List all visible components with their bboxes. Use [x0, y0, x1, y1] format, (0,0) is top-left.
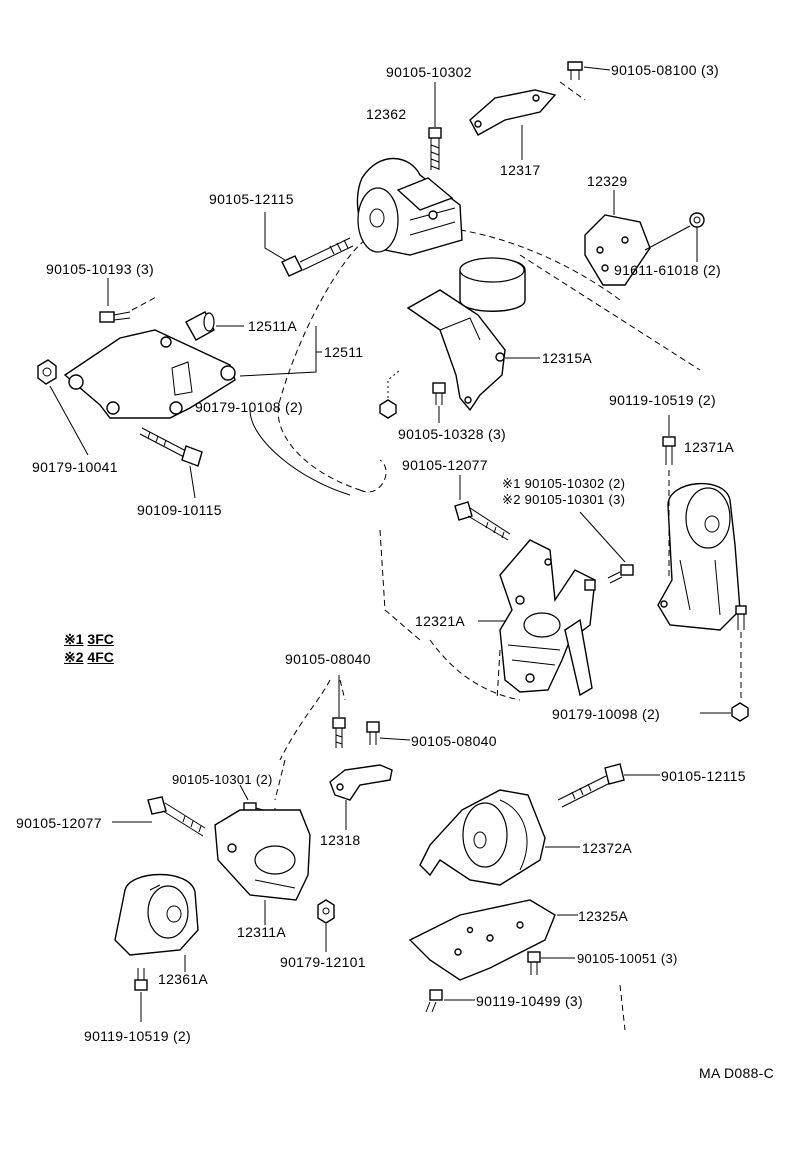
part-label-12361A: 12361A	[158, 971, 209, 987]
note-1-mark: ※1	[64, 631, 84, 647]
part-label-90105-10193: 90105-10193 (3)	[46, 261, 155, 277]
bolt-90105-12077-middle	[454, 501, 511, 541]
part-label-note1-90105-10302: ※1 90105-10302 (2)	[502, 476, 626, 491]
bracket-12511	[63, 329, 236, 419]
part-label-90105-12115-lower: 90105-12115	[661, 768, 746, 784]
note-legend: ※1 3FC ※2 4FC	[64, 630, 114, 666]
part-label-12317: 12317	[500, 162, 541, 178]
part-label-90105-08040-right: 90105-08040	[411, 733, 497, 749]
nut-90179-10098	[731, 702, 749, 722]
engine-mount-12361A	[114, 873, 199, 956]
nut-90179-10108	[379, 399, 397, 419]
bolt-90119-10499	[425, 989, 443, 1013]
bolt-mount-right-lower	[735, 605, 747, 630]
bolt-90105-10193	[99, 311, 131, 323]
bracket-12317	[469, 89, 557, 136]
part-label-90109-10115: 90109-10115	[137, 502, 222, 518]
mount-bracket-12315A	[406, 257, 526, 412]
bolt-90105-10302-10301	[607, 564, 634, 584]
engine-mount-12372A	[419, 789, 546, 886]
part-label-12329: 12329	[587, 173, 628, 189]
part-label-90179-10108: 90179-10108 (2)	[195, 399, 304, 415]
bushing-12511A	[185, 311, 215, 341]
bolt-90105-08100	[567, 61, 583, 80]
part-label-90105-12115-upper: 90105-12115	[209, 191, 294, 207]
part-label-90105-10328: 90105-10328 (3)	[398, 426, 507, 442]
note-2: ※2 4FC	[64, 648, 114, 666]
nut-90179-12101	[317, 899, 335, 924]
part-label-90105-08100: 90105-08100 (3)	[611, 62, 720, 78]
part-label-90105-12077-left: 90105-12077	[16, 815, 102, 831]
part-label-12511A: 12511A	[248, 318, 298, 334]
part-label-12325A: 12325A	[578, 908, 629, 924]
bolt-90105-10328	[432, 382, 446, 405]
bolt-90109-10115	[139, 427, 203, 467]
part-label-12372A: 12372A	[582, 840, 633, 856]
nut-90179-10041	[37, 359, 57, 385]
part-label-90119-10519-bottom: 90119-10519 (2)	[84, 1028, 191, 1044]
part-label-90179-10041: 90179-10041	[32, 459, 118, 475]
bolt-90105-12115-lower	[557, 763, 625, 808]
part-label-90105-10302: 90105-10302	[386, 64, 472, 80]
bracket-12318	[329, 764, 393, 801]
mount-bracket-12321A	[499, 539, 596, 697]
part-label-12362: 12362	[366, 106, 407, 122]
part-label-12318: 12318	[320, 832, 361, 848]
engine-phantom-outline	[249, 81, 701, 801]
part-label-90105-10051: 90105-10051 (3)	[577, 951, 678, 966]
engine-mount-12362	[356, 157, 463, 256]
part-label-90105-08040-upper: 90105-08040	[285, 651, 371, 667]
part-label-90179-12101: 90179-12101	[280, 954, 366, 970]
bracket-12329	[584, 214, 651, 286]
note-1-code: 3FC	[87, 631, 114, 647]
part-label-12315A: 12315A	[542, 350, 593, 366]
bolt-90119-10519-right	[662, 436, 676, 465]
part-label-90119-10499: 90119-10499 (3)	[476, 993, 583, 1009]
part-label-90179-10098: 90179-10098 (2)	[552, 706, 661, 722]
part-label-12311A: 12311A	[237, 924, 287, 940]
bolt-90105-12115-upper	[281, 237, 354, 277]
part-label-12321A: 12321A	[415, 613, 466, 629]
stud-91611-61018	[689, 212, 705, 228]
engine-mount-12371A	[657, 482, 741, 631]
bolt-90119-10519-bottom	[134, 968, 148, 991]
note-1: ※1 3FC	[64, 630, 114, 648]
note-2-mark: ※2	[64, 649, 84, 665]
bracket-plate-12325A	[408, 899, 556, 981]
note-2-code: 4FC	[87, 649, 114, 665]
bolt-90105-10051	[527, 951, 541, 975]
bolt-90105-08040-b	[366, 721, 380, 745]
part-label-90119-10519-right: 90119-10519 (2)	[609, 392, 716, 408]
part-label-90105-10301: 90105-10301 (2)	[172, 772, 273, 787]
bolt-90105-10302	[428, 127, 442, 170]
bolt-90105-08040-a	[332, 717, 346, 748]
mount-bracket-12311A	[214, 809, 311, 901]
part-label-note2-90105-10301: ※2 90105-10301 (3)	[502, 492, 626, 507]
bolt-90105-12077-left	[147, 796, 206, 837]
part-label-91611-61018: 91611-61018 (2)	[614, 262, 721, 278]
diagram-code: MA D088-C	[699, 1065, 775, 1081]
part-label-12371A: 12371A	[684, 439, 735, 455]
part-label-12511: 12511	[324, 344, 364, 360]
part-label-90105-12077-middle: 90105-12077	[402, 457, 488, 473]
